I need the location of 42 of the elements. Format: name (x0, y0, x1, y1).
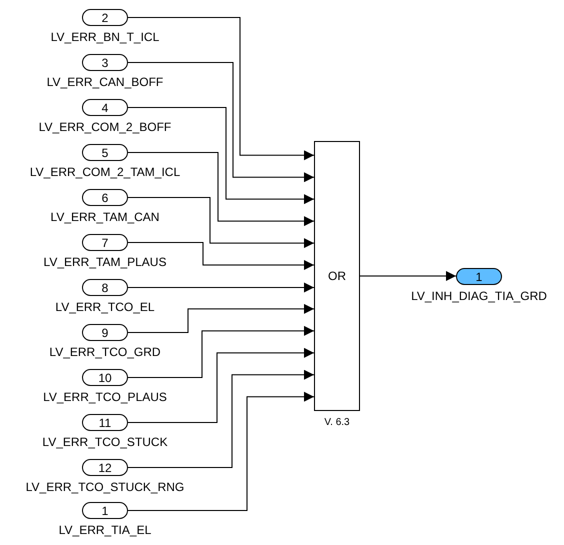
inport-block: 1 (82, 502, 128, 519)
inport-block: 7 (82, 234, 128, 251)
inport-block: 4 (82, 99, 128, 116)
inport-block: 2 (82, 9, 128, 26)
signal-name: LV_ERR_TAM_PLAUS (44, 255, 166, 269)
signal-name: LV_ERR_TAM_CAN (50, 210, 160, 224)
signal-name: LV_ERR_TCO_PLAUS (43, 390, 167, 404)
signal-arrow (128, 392, 314, 511)
signal-arrow (128, 197, 314, 248)
inport-block: 12 (82, 459, 128, 476)
signal-arrow (360, 271, 456, 281)
signal-arrow (128, 152, 314, 226)
signal-arrow (128, 282, 314, 292)
signal-arrow (128, 326, 314, 378)
inport-block: 11 (82, 414, 128, 431)
signal-name: LV_ERR_TCO_EL (55, 300, 155, 314)
signal-arrow (128, 242, 314, 270)
signal-name: LV_ERR_TCO_GRD (49, 345, 161, 359)
outport-block: 1 (456, 268, 502, 285)
signal-arrow (128, 370, 314, 468)
signal-name: LV_ERR_TIA_EL (58, 523, 152, 537)
signal-arrow (128, 348, 314, 423)
signal-arrow (128, 304, 314, 333)
or-block (314, 141, 360, 411)
signal-name: LV_ERR_TCO_STUCK (42, 435, 168, 449)
signal-name: LV_ERR_COM_2_TAM_ICL (30, 165, 180, 179)
signal-arrow (128, 17, 314, 160)
signal-name: LV_ERR_COM_2_BOFF (38, 120, 172, 134)
signal-name: LV_ERR_TCO_STUCK_RNG (26, 480, 184, 494)
inport-block: 10 (82, 369, 128, 386)
signal-arrow (128, 62, 314, 182)
inport-block: 9 (82, 324, 128, 341)
signal-name: LV_ERR_CAN_BOFF (46, 75, 164, 89)
signal-name: LV_ERR_BN_T_ICL (50, 30, 160, 44)
inport-block: 8 (82, 279, 128, 296)
inport-block: 6 (82, 189, 128, 206)
version-label: V. 6.3 (324, 416, 350, 430)
block-label: OR (328, 269, 346, 283)
signal-arrow (128, 107, 314, 204)
inport-block: 5 (82, 144, 128, 161)
inport-block: 3 (82, 54, 128, 71)
signal-name: LV_INH_DIAG_TIA_GRD (411, 289, 547, 303)
